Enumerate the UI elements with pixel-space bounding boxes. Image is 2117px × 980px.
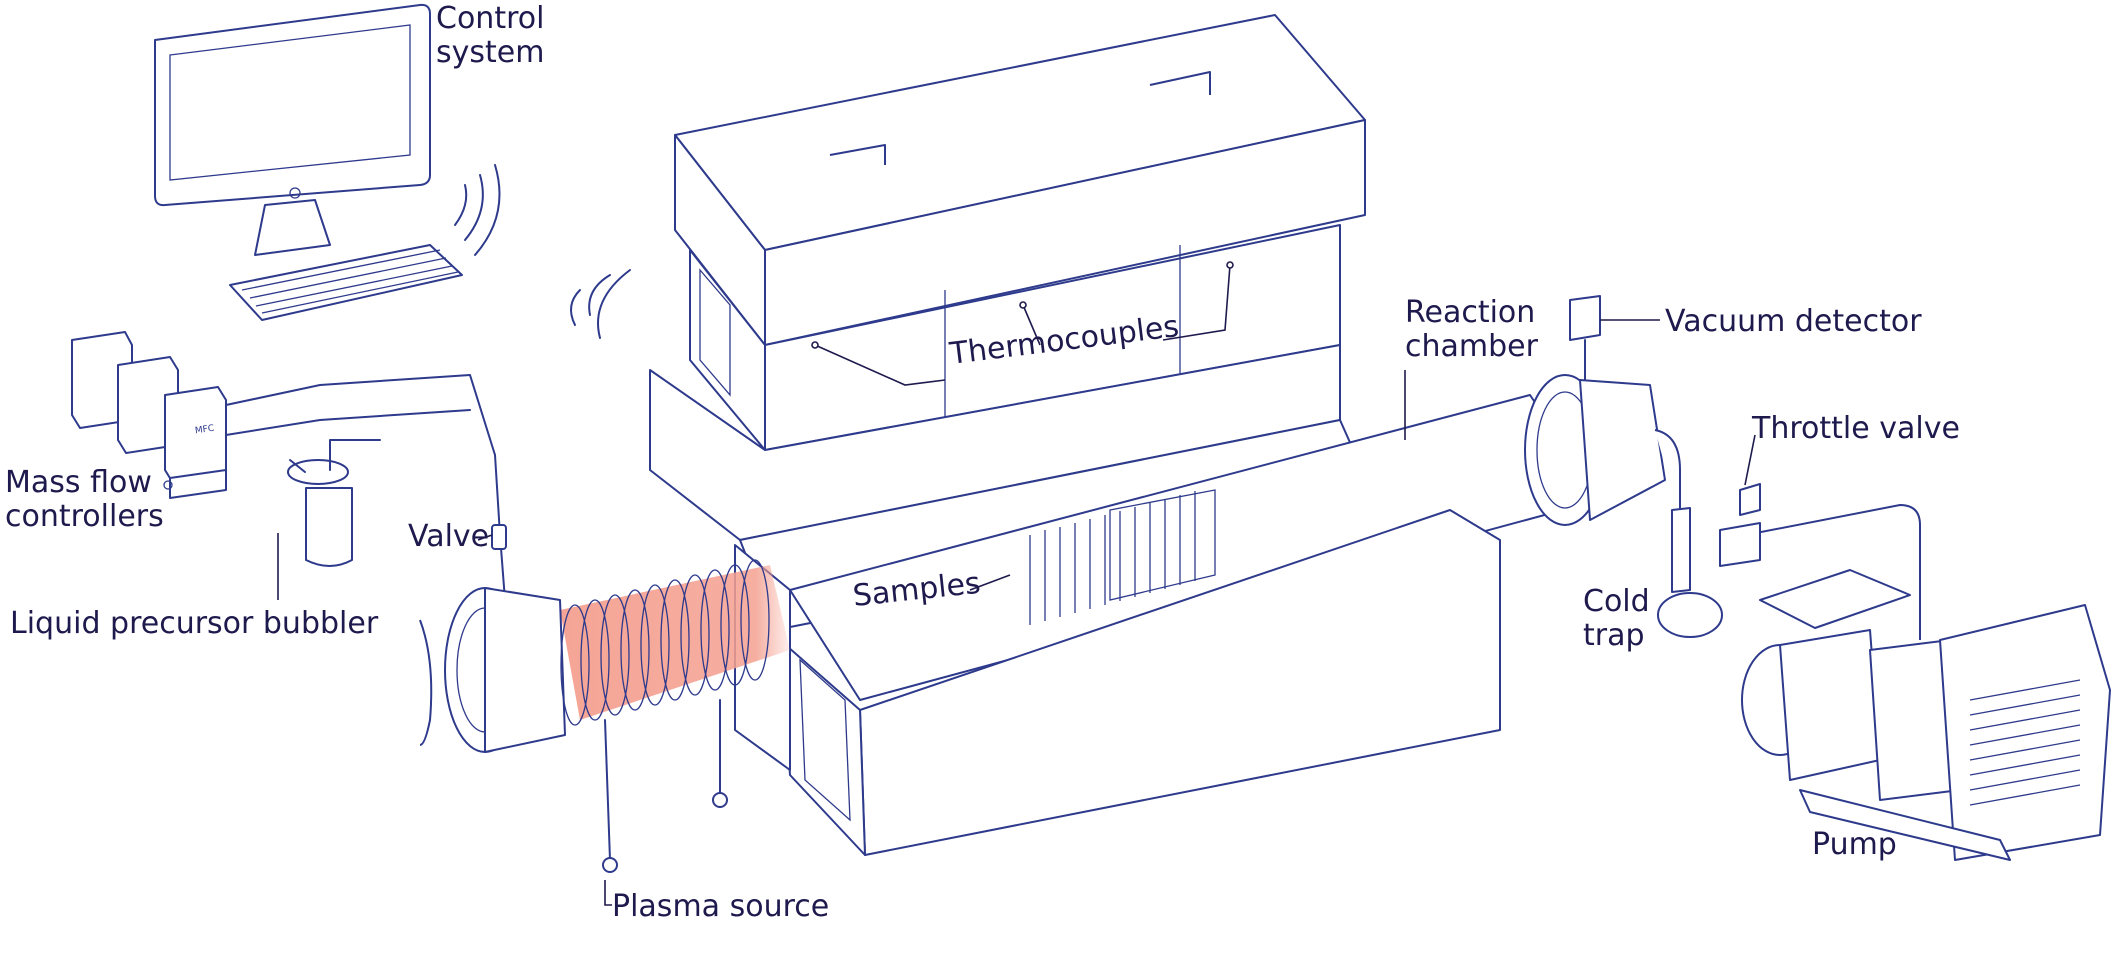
reaction-chamber-tube xyxy=(789,374,1666,701)
label-cold-trap-line2: trap xyxy=(1583,618,1645,653)
label-cold-trap: Cold trap xyxy=(1583,585,1650,653)
label-plasma-source: Plasma source xyxy=(612,889,830,924)
monitor xyxy=(154,3,431,256)
label-control-system-line1: Control xyxy=(436,1,545,36)
mass-flow-controller-units xyxy=(71,331,496,499)
label-mass-flow-controllers: Mass flow controllers xyxy=(5,466,164,534)
label-reaction-chamber-line2: chamber xyxy=(1405,329,1538,364)
label-valve: Valve xyxy=(408,519,490,554)
label-control-system-line2: system xyxy=(436,35,545,70)
furnace xyxy=(649,14,1381,631)
precursor-bubbler xyxy=(287,439,381,567)
label-leader-lines xyxy=(277,261,1756,906)
label-mass-flow-line2: controllers xyxy=(5,499,164,534)
valve xyxy=(491,454,507,601)
label-reaction-chamber-line1: Reaction xyxy=(1405,295,1536,330)
label-mass-flow-line1: Mass flow xyxy=(5,465,152,500)
wireless-signal-icon xyxy=(454,164,631,339)
label-throttle-valve: Throttle valve xyxy=(1752,411,1960,446)
label-liquid-precursor-bubbler: Liquid precursor bubbler xyxy=(10,606,379,641)
pump xyxy=(1741,569,2111,861)
keyboard xyxy=(229,244,463,321)
label-vacuum-detector: Vacuum detector xyxy=(1665,304,1922,339)
label-control-system: Control system xyxy=(436,2,544,70)
label-cold-trap-line1: Cold xyxy=(1583,584,1650,619)
plasma-source xyxy=(419,559,790,873)
label-reaction-chamber: Reaction chamber xyxy=(1405,296,1538,364)
label-pump: Pump xyxy=(1812,827,1897,862)
